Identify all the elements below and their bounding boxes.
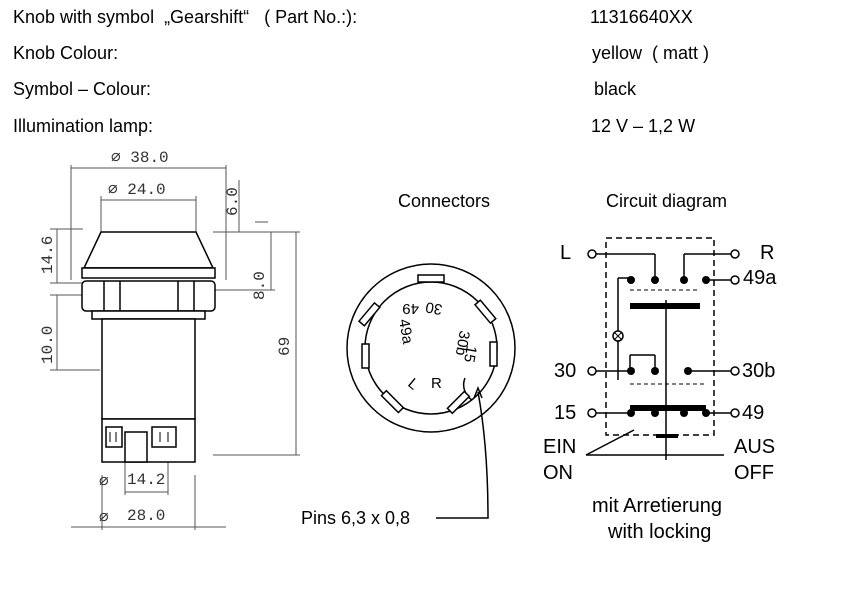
terminal-R <box>730 249 740 259</box>
terminal-49 <box>730 408 740 418</box>
terminal-L <box>587 249 597 259</box>
label-49: 49 <box>742 402 765 424</box>
pin-label-49a: 49a <box>395 318 416 346</box>
part-label: Knob with symbol „Gearshift“ ( Part No.:… <box>13 7 358 27</box>
circuit-enclosure <box>605 237 715 436</box>
dim-14-2: 14.2 <box>127 471 166 489</box>
dim-phi-small: ∅ <box>99 473 109 491</box>
label-off: OFF <box>734 462 774 484</box>
dim-d24: ∅ 24.0 <box>108 181 166 199</box>
label-aus: AUS <box>734 436 776 458</box>
knob-colour-label: Knob Colour: <box>13 43 119 63</box>
part-value: 11316640XX <box>590 7 693 27</box>
pin-label-30b-top: 30b <box>452 329 473 357</box>
pin-slot-lower-left <box>380 389 405 414</box>
terminal-30 <box>587 366 597 376</box>
lamp-label: Illumination lamp: <box>13 116 154 136</box>
pin-slots <box>357 274 498 415</box>
locking-note-en: with locking <box>608 521 712 543</box>
label-30b: 30b <box>742 360 776 382</box>
outer-ring <box>346 263 516 433</box>
locking-note-de: mit Arretierung <box>592 495 723 517</box>
contact-bar-lower <box>630 405 706 411</box>
switch-body <box>101 318 196 420</box>
pin-label-15: 15 <box>460 344 480 363</box>
label-R: R <box>760 242 775 264</box>
pin-slot-right <box>489 341 498 367</box>
dim-d28: 28.0 <box>127 507 166 525</box>
pin-label-R: R <box>431 375 442 392</box>
label-30: 30 <box>554 360 577 382</box>
pin-slot-top <box>417 274 445 283</box>
pin-label-30: 30 <box>424 298 443 318</box>
terminal-49a <box>730 275 740 285</box>
label-L: L <box>560 242 572 264</box>
actuator-top <box>656 434 678 438</box>
contact-bar-upper <box>630 303 700 309</box>
label-on: ON <box>543 462 573 484</box>
label-ein: EIN <box>543 436 577 458</box>
connectors-title: Connectors <box>398 191 491 211</box>
pins-leader-line <box>436 391 489 519</box>
pin-slot-upper-left <box>357 301 381 327</box>
dim-phi-large: ∅ <box>99 509 109 527</box>
label-15: 15 <box>554 402 577 424</box>
symbol-colour-label: Symbol – Colour: <box>13 79 152 99</box>
pin-slot-left <box>361 343 370 369</box>
terminal-30b <box>730 366 740 376</box>
symbol-colour-value: black <box>594 79 637 99</box>
lamp-value: 12 V – 1,2 W <box>591 116 696 136</box>
dim-d38: ∅ 38.0 <box>111 149 169 167</box>
label-49a: 49a <box>743 267 777 289</box>
terminal-15 <box>587 408 597 418</box>
knob-colour-value: yellow ( matt ) <box>592 43 710 63</box>
pin-label-49: 49 <box>402 300 419 317</box>
pin-slot-upper-right <box>473 299 497 325</box>
circuit-title: Circuit diagram <box>606 191 728 211</box>
pin-slot-lower-right <box>446 390 471 415</box>
pins-note: Pins 6,3 x 0,8 <box>301 508 411 528</box>
